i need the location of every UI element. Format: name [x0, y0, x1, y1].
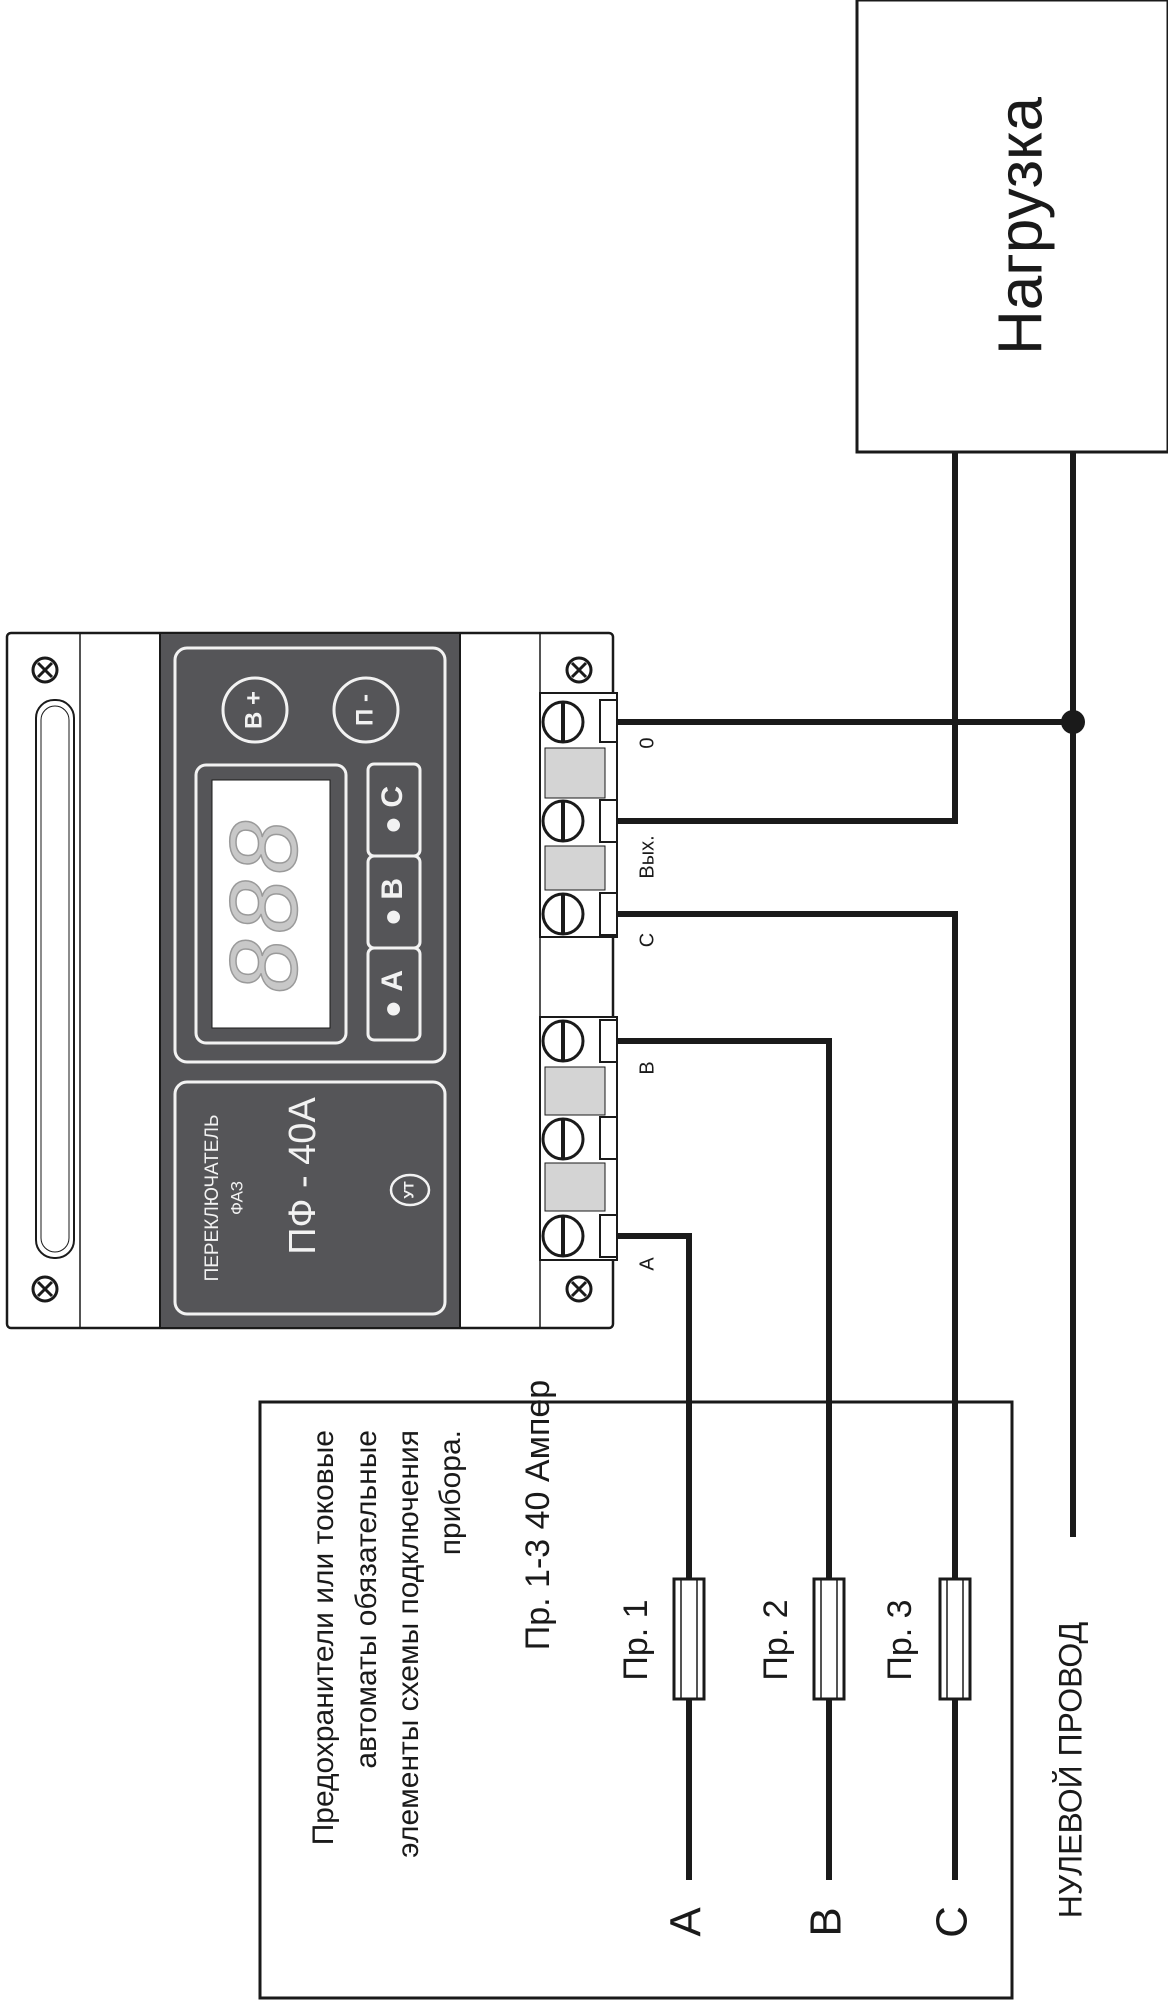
phase-indicator-b-label: ● В: [376, 878, 409, 926]
load-label: Нагрузка: [986, 96, 1055, 355]
note-line-3: элементы схемы подключения: [392, 1430, 425, 1858]
phase-b-wire: [617, 1038, 832, 1880]
phase-indicator-a: ● А: [366, 946, 422, 1042]
fuses: Пр. 1 Пр. 2 Пр. 3: [617, 1577, 972, 1701]
fuse-rating: Пр. 1-3 40 Ампер: [519, 1380, 557, 1650]
device-title-line2: ФАЗ: [227, 1181, 246, 1215]
fuse-label-2: Пр. 2: [757, 1599, 795, 1680]
brand-logo-text: УТ: [401, 1181, 417, 1199]
load-block: Нагрузка: [855, 0, 1168, 454]
device-title-line1: ПЕРЕКЛЮЧАТЕЛЬ: [202, 1115, 223, 1282]
phase-indicator-c-label: ● С: [376, 786, 409, 834]
phase-indicator-b: ● В: [366, 854, 422, 950]
note-line-4: прибора.: [434, 1430, 467, 1555]
note-box: Предохранители или токовые автоматы обяз…: [258, 1380, 1014, 2000]
mount-screw-icon: [31, 1275, 59, 1303]
neutral-label: НУЛЕВОЙ ПРОВОД: [1052, 1621, 1088, 1918]
terminal-screw-icon: [541, 1117, 585, 1161]
fuse-label-1: Пр. 1: [617, 1599, 655, 1680]
fuse-3: [938, 1577, 972, 1701]
note-line-2: автоматы обязательные: [350, 1430, 383, 1769]
brand-logo: УТ: [389, 1173, 431, 1207]
terminal-screw-icon: [541, 1214, 585, 1258]
note-line-1: Предохранители или токовые: [307, 1430, 340, 1845]
mount-screw-icon: [565, 1275, 593, 1303]
plus-button-label: В +: [240, 691, 267, 729]
phase-a-wire: [617, 1233, 692, 1880]
phase-label-c: С: [928, 1906, 977, 1938]
output-wire: [617, 452, 958, 824]
fuse-label-3: Пр. 3: [881, 1599, 919, 1680]
terminal-screw-icon: [541, 799, 585, 843]
terminal-label-a: А: [636, 1257, 658, 1271]
terminal-label-c: С: [636, 933, 658, 947]
plus-button[interactable]: В +: [221, 676, 289, 744]
terminal-screw-icon: [541, 892, 585, 936]
display-digits: 888: [210, 815, 317, 993]
neutral-junction: [1061, 710, 1085, 734]
terminal-screw-icon: [541, 700, 585, 744]
phase-c-wire: [617, 911, 958, 1880]
terminal-screw-icon: [541, 1019, 585, 1063]
phase-switch-device: В + П - 888 ● А ● В ● С ПЕРЕКЛЮЧАТЕЛЬ ФА…: [5, 631, 658, 1330]
fuse-2: [812, 1577, 846, 1701]
terminal-label-b: В: [636, 1061, 658, 1074]
digital-display: 888: [194, 763, 348, 1045]
device-model: ПФ - 40А: [282, 1097, 324, 1255]
terminal-label-zero: 0: [636, 737, 658, 748]
phase-label-b: В: [802, 1907, 851, 1936]
phase-indicator-c: ● С: [366, 762, 422, 858]
minus-button-label: П -: [351, 694, 378, 726]
mount-screw-icon: [565, 656, 593, 684]
terminal-label-out: Вых.: [636, 835, 658, 878]
din-slot: [35, 699, 75, 1259]
phase-indicator-a-label: ● А: [376, 970, 409, 1018]
mount-screw-icon: [31, 656, 59, 684]
phase-label-a: А: [662, 1907, 711, 1937]
fuse-1: [672, 1577, 706, 1701]
minus-button[interactable]: П -: [332, 676, 400, 744]
